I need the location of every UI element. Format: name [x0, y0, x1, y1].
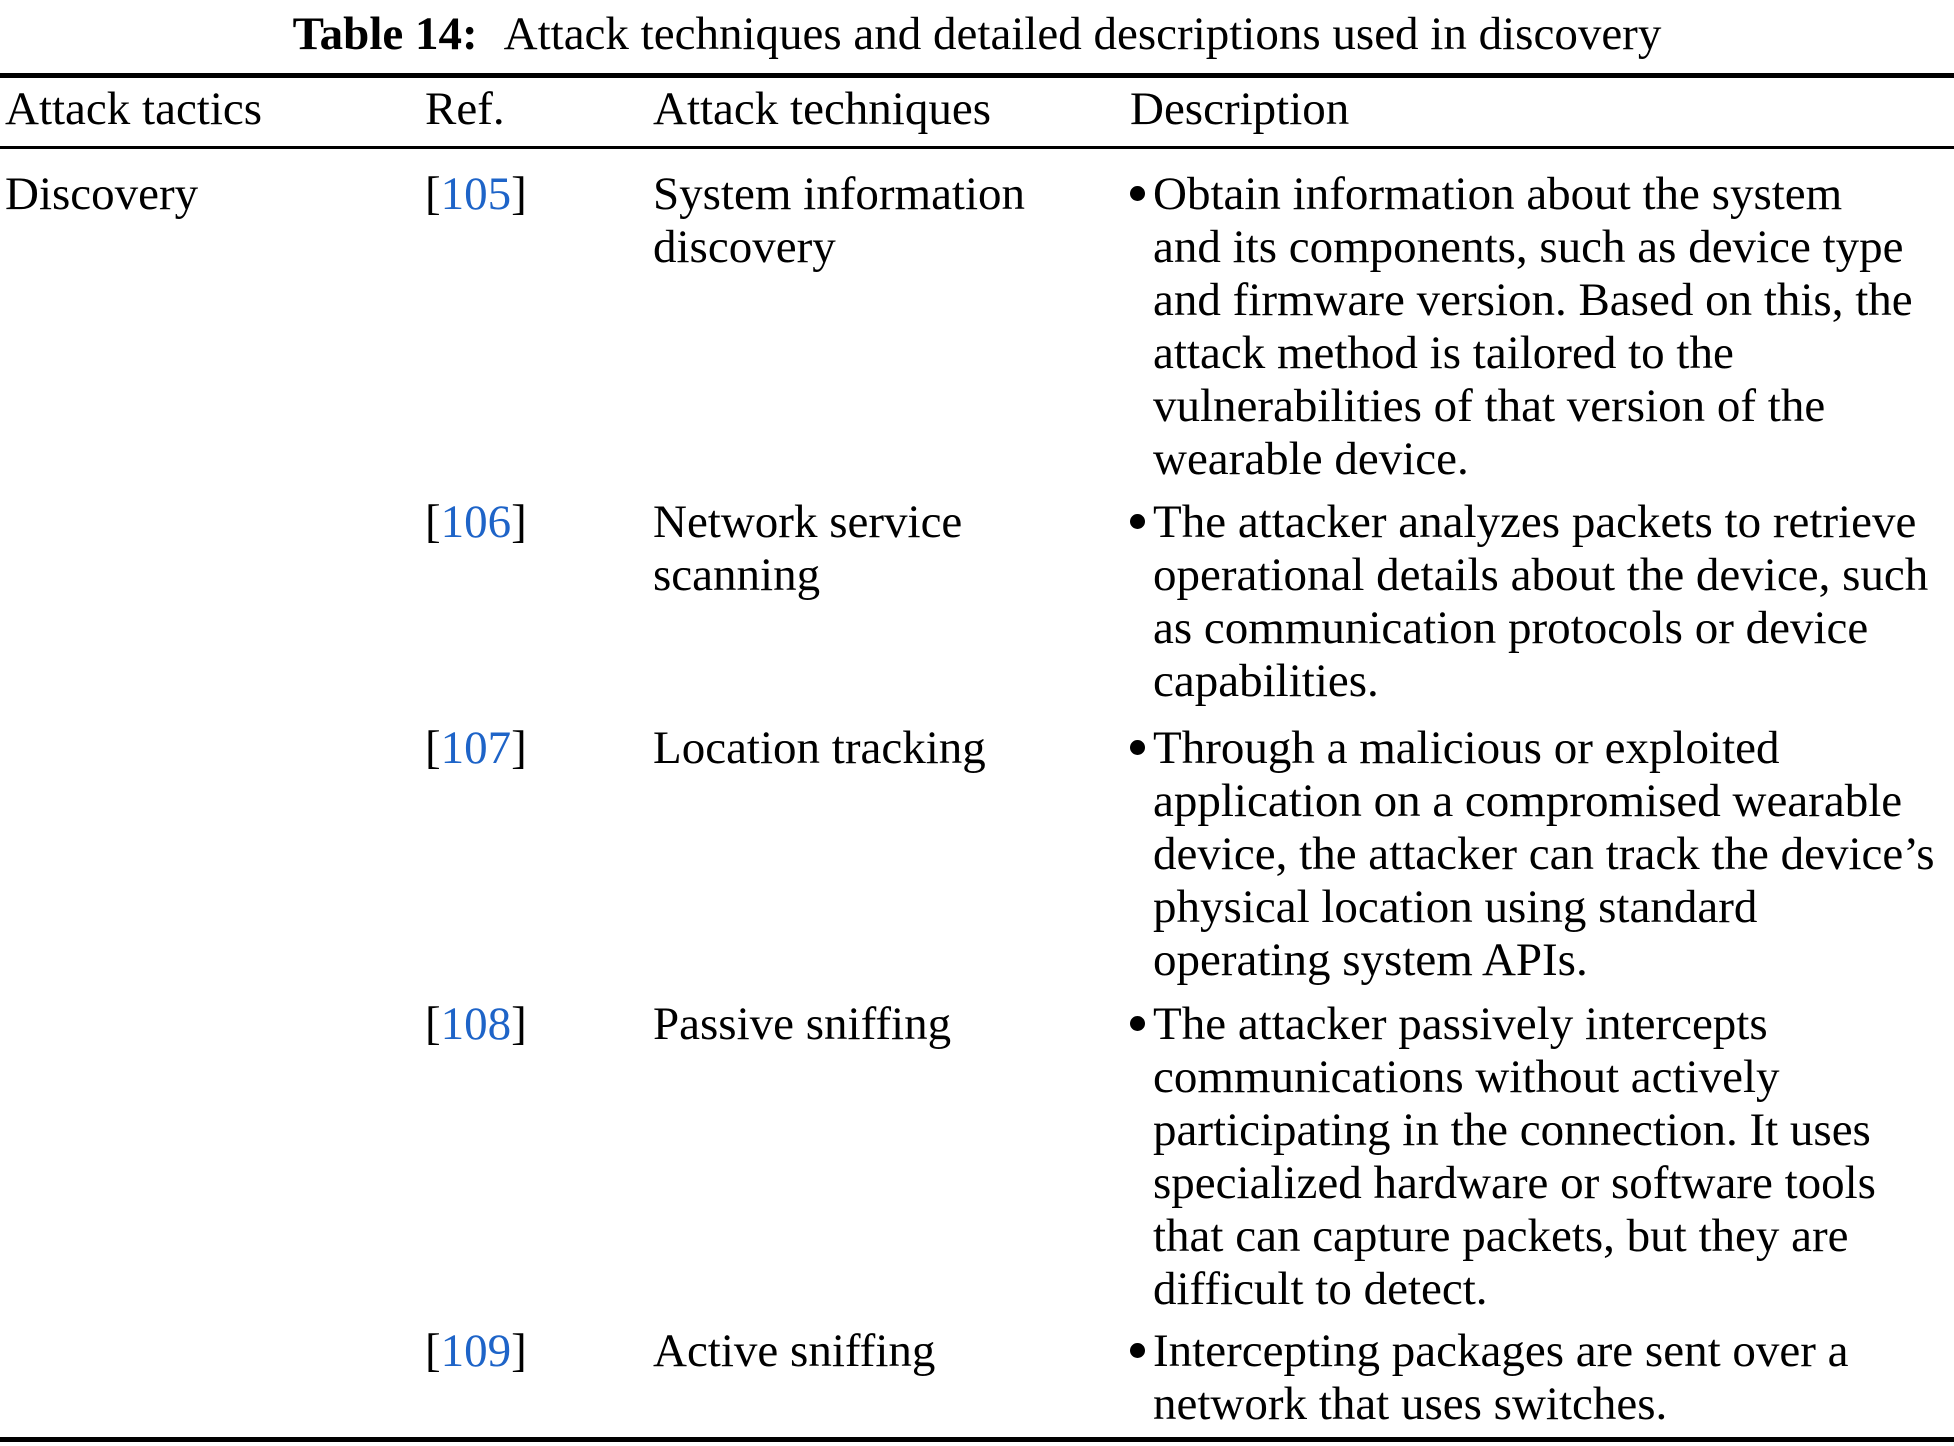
table-row: [109] Active sniffing Intercepting packa… [0, 1316, 1954, 1437]
attack-tactic-cell: Discovery [5, 168, 199, 220]
bracket-open: [ [425, 1325, 441, 1377]
bracket-close: ] [511, 722, 527, 774]
bullet-icon [1130, 1343, 1145, 1358]
table-caption-text: Attack techniques and detailed descripti… [503, 8, 1662, 60]
description-cell: Intercepting packages are sent over a ne… [1130, 1325, 1954, 1431]
attack-tactic-cell [0, 1325, 425, 1431]
ref-cell: [105] [425, 168, 650, 486]
ref-cell: [106] [425, 496, 650, 708]
ref-cell: [107] [425, 722, 650, 987]
bullet-icon [1130, 186, 1145, 201]
table-row: Discovery [105] System information disco… [0, 149, 1954, 486]
table-header-row: Attack tactics Ref. Attack techniques De… [0, 78, 1954, 149]
table-row: [108] Passive sniffing The attacker pass… [0, 987, 1954, 1316]
bullet-icon [1130, 1016, 1145, 1031]
citation-link[interactable]: 108 [440, 998, 512, 1050]
bracket-close: ] [511, 496, 527, 548]
description-text: The attacker passively intercepts commun… [1153, 998, 1876, 1315]
table-row: [106] Network service scanning The attac… [0, 486, 1954, 708]
ref-cell: [108] [425, 998, 650, 1316]
ref-cell: [109] [425, 1325, 650, 1431]
bracket-close: ] [511, 168, 527, 220]
description-cell: The attacker analyzes packets to retriev… [1130, 496, 1954, 708]
citation-link[interactable]: 109 [440, 1325, 512, 1377]
description-cell: Obtain information about the system and … [1130, 168, 1954, 486]
attack-technique-cell: Active sniffing [653, 1325, 936, 1377]
description-text: Obtain information about the system and … [1153, 168, 1913, 485]
table-row: [107] Location tracking Through a malici… [0, 708, 1954, 987]
header-description: Description [1130, 83, 1350, 135]
citation-link[interactable]: 107 [440, 722, 512, 774]
description-text: Intercepting packages are sent over a ne… [1153, 1325, 1849, 1430]
attack-technique-cell: Location tracking [653, 722, 986, 774]
description-text: Through a malicious or exploited applica… [1153, 722, 1935, 986]
attack-tactic-cell [0, 722, 425, 987]
header-attack-techniques: Attack techniques [653, 83, 992, 135]
bracket-open: [ [425, 722, 441, 774]
attack-techniques-table: Attack tactics Ref. Attack techniques De… [0, 73, 1954, 1442]
citation-link[interactable]: 106 [440, 496, 512, 548]
attack-tactic-cell [0, 496, 425, 708]
bullet-icon [1130, 514, 1145, 529]
header-ref: Ref. [425, 83, 505, 135]
table-caption: Table 14: Attack techniques and detailed … [0, 0, 1954, 61]
description-text: The attacker analyzes packets to retriev… [1153, 496, 1929, 707]
bullet-icon [1130, 740, 1145, 755]
bracket-close: ] [511, 1325, 527, 1377]
bracket-close: ] [511, 998, 527, 1050]
description-cell: Through a malicious or exploited applica… [1130, 722, 1954, 987]
table-caption-label: Table 14: [292, 8, 478, 60]
bracket-open: [ [425, 168, 441, 220]
attack-technique-cell: Network service scanning [653, 496, 963, 601]
bracket-open: [ [425, 998, 441, 1050]
attack-technique-cell: System information discovery [653, 168, 1026, 273]
attack-technique-cell: Passive sniffing [653, 998, 952, 1050]
attack-tactic-cell [0, 998, 425, 1316]
citation-link[interactable]: 105 [440, 168, 512, 220]
header-attack-tactics: Attack tactics [5, 83, 263, 135]
bracket-open: [ [425, 496, 441, 548]
description-cell: The attacker passively intercepts commun… [1130, 998, 1954, 1316]
